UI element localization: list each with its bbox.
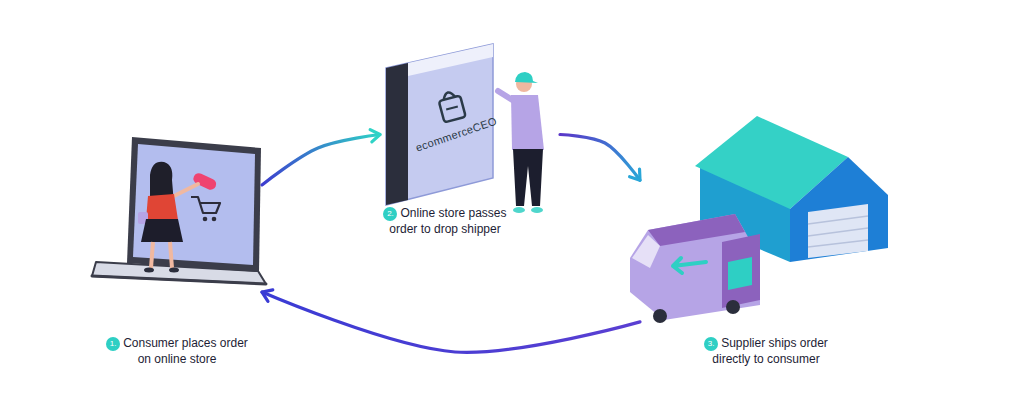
step-node: 3.Supplier ships order directly to consu… (640, 110, 895, 370)
callout-number: 2. (383, 207, 397, 221)
logo-bag-line (446, 106, 458, 109)
shopper-top (146, 194, 178, 220)
laptop-illustration (92, 137, 266, 284)
arrow-head (370, 130, 380, 142)
door-slat (808, 228, 868, 236)
door-slat (808, 216, 868, 224)
step-caption: 2.Online store passes order to drop ship… (374, 205, 516, 237)
presenter-pants (513, 149, 543, 206)
cart-wheel (203, 217, 208, 222)
van-body (630, 214, 760, 320)
shopper-shoe (169, 268, 179, 273)
screen-top-bar (408, 44, 493, 76)
flow-arrow-line (262, 292, 640, 352)
flow-arrow (262, 130, 380, 185)
logo-bag (437, 90, 465, 123)
van-arrow (673, 258, 706, 273)
van-wheel (726, 300, 740, 314)
step-text: Online store passes order to drop shippe… (389, 206, 506, 236)
cart-wheel (212, 217, 217, 222)
laptop-edge (92, 276, 266, 284)
shopper-shoe (144, 268, 154, 273)
arrow-head (262, 290, 273, 301)
presenter-shoe (513, 207, 525, 213)
buy-button (192, 171, 218, 191)
van-wheel (653, 309, 667, 323)
store-illustration (386, 44, 544, 213)
door-slat (808, 240, 868, 247)
cart-icon (191, 197, 220, 213)
screen-side-bar (386, 63, 408, 205)
garage-door (808, 204, 868, 258)
van-parcel (728, 257, 752, 290)
shopper-skirt (141, 219, 183, 242)
laptop-frame (127, 137, 261, 272)
presenter-shoe (531, 207, 543, 213)
logo-bag-handle (442, 91, 455, 100)
warehouse-illustration (630, 116, 888, 323)
van-back-opening (722, 234, 760, 308)
flow-arrow-line (560, 135, 640, 181)
callout-number: 3. (704, 337, 718, 351)
shopper-leg (151, 242, 153, 268)
step-node: 2.Online store passes order to drop ship… (380, 40, 560, 250)
step-node: 1.Consumer places order on online store (90, 135, 262, 365)
flow-arrow (262, 290, 640, 352)
flow-arrow-line (262, 135, 380, 185)
flow-arrow (560, 135, 640, 181)
step-text: Consumer places order on online store (123, 336, 248, 366)
callout-number: 1. (106, 337, 120, 351)
step-caption: 1.Consumer places order on online store (98, 335, 256, 367)
presenter-sweater (511, 95, 544, 150)
arrow-head (630, 169, 640, 180)
warehouse-front (790, 157, 888, 262)
shopper-leg (170, 242, 172, 268)
step-caption: 3.Supplier ships order directly to consu… (695, 335, 837, 367)
van-windshield (632, 235, 660, 268)
step-text: Supplier ships order directly to consume… (712, 336, 828, 366)
presenter-cap (515, 72, 538, 83)
